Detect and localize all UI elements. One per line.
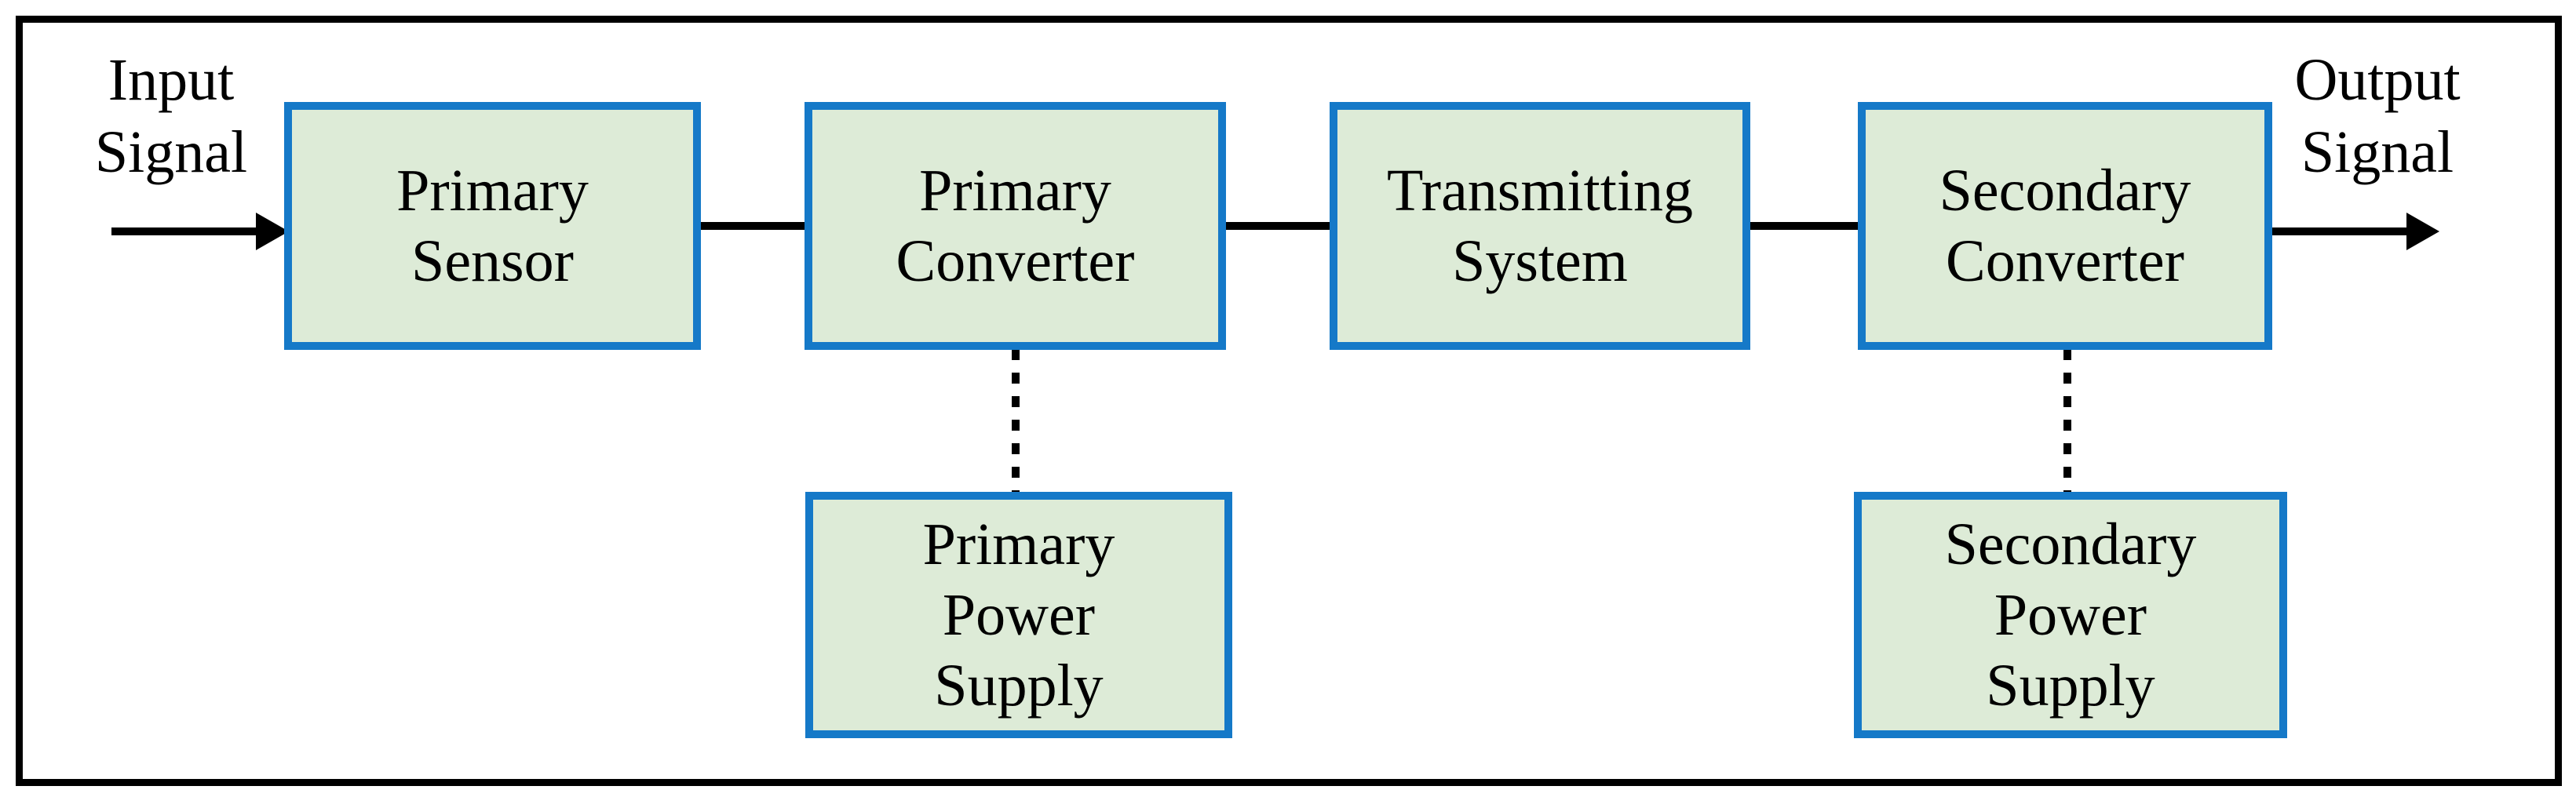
dotted-link-primary-power-supply (1012, 349, 1020, 492)
connector-sensor-to-primary-converter (701, 222, 805, 230)
dotted-link-secondary-power-supply (2063, 349, 2071, 492)
block-primary-converter: Primary Converter (805, 102, 1226, 350)
block-primary-sensor: Primary Sensor (284, 102, 701, 350)
block-primary-power-supply-label: Primary Power Supply (922, 511, 1115, 719)
block-transmitting-system-label: Transmitting System (1387, 158, 1693, 294)
block-secondary-power-supply: Secondary Power Supply (1854, 492, 2287, 738)
input-signal-label: Input Signal (94, 47, 248, 185)
block-secondary-power-supply-label: Secondary Power Supply (1944, 511, 2197, 719)
block-transmitting-system: Transmitting System (1330, 102, 1750, 350)
input-arrow-shaft (111, 227, 262, 235)
connector-primary-converter-to-transmitting-system (1226, 222, 1330, 230)
block-primary-sensor-label: Primary Sensor (396, 158, 589, 294)
input-arrowhead-icon (256, 213, 289, 250)
outer-frame (16, 16, 2562, 786)
connector-transmitting-system-to-secondary-converter (1750, 222, 1858, 230)
output-arrowhead-icon (2406, 213, 2439, 250)
output-arrow-shaft (2271, 227, 2414, 235)
block-primary-converter-label: Primary Converter (896, 158, 1135, 294)
block-secondary-converter: Secondary Converter (1858, 102, 2272, 350)
output-signal-label: Output Signal (2294, 47, 2461, 185)
block-secondary-converter-label: Secondary Converter (1939, 158, 2191, 294)
block-primary-power-supply: Primary Power Supply (805, 492, 1232, 738)
